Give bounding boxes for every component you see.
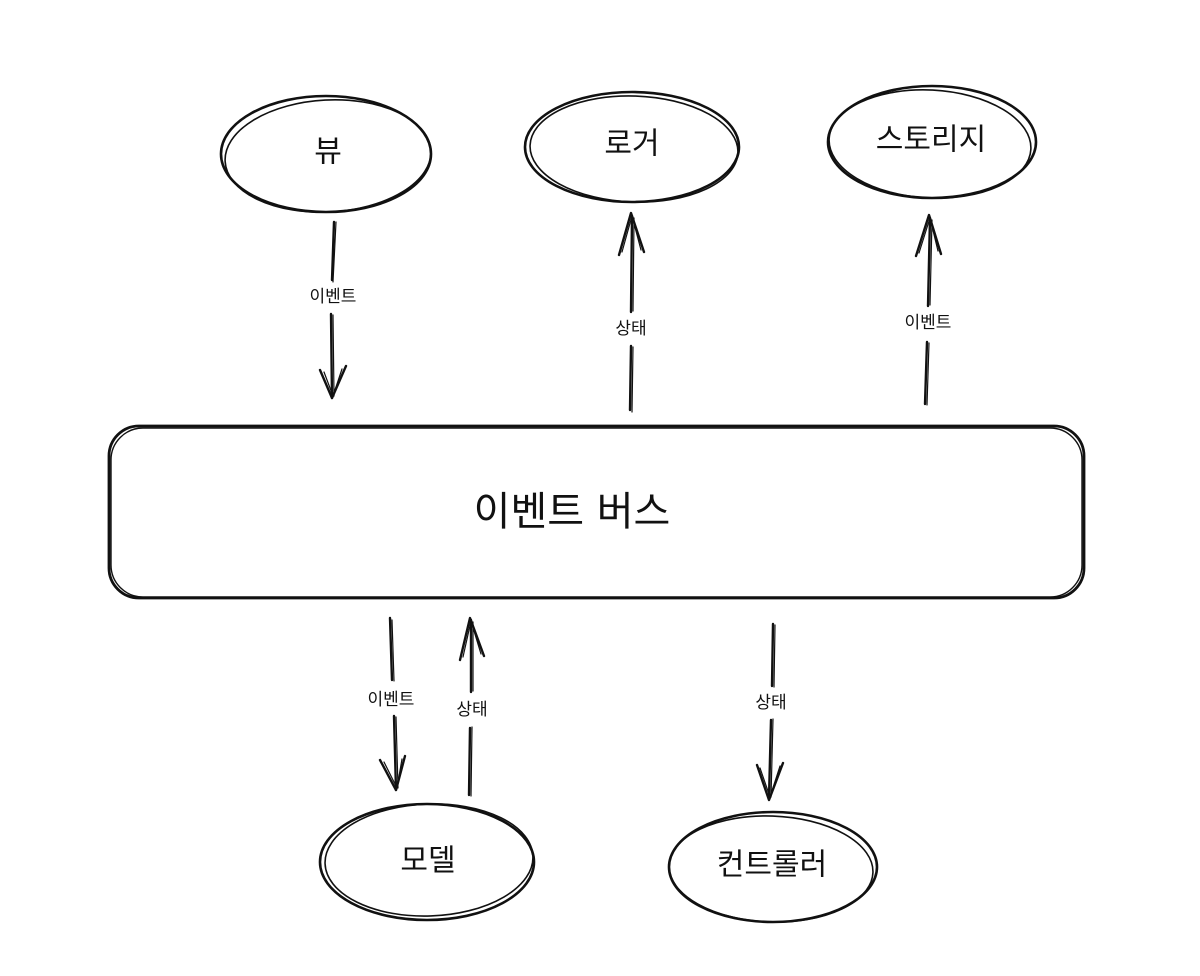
node-logger: 로거 — [523, 90, 741, 204]
node-model: 모델 — [318, 802, 536, 922]
node-controller-label: 컨트롤러 — [717, 848, 827, 883]
arrow-bus-to-controller: 상태 — [755, 622, 787, 802]
node-storage: 스토리지 — [826, 84, 1038, 200]
arrow-view-to-bus: 이벤트 — [310, 220, 357, 400]
node-event-bus: 이벤트 버스 — [107, 424, 1086, 600]
node-view: 뷰 — [219, 94, 433, 214]
node-event-bus-label: 이벤트 버스 — [474, 489, 671, 535]
node-controller: 컨트롤러 — [667, 810, 879, 924]
arrow-model-to-bus: 상태 — [456, 616, 488, 797]
edge-label-bus-to-storage: 이벤트 — [905, 313, 952, 333]
edge-label-model-to-bus: 상태 — [456, 700, 487, 720]
arrow-bus-to-storage: 이벤트 — [905, 213, 952, 406]
arrow-bus-to-logger: 상태 — [615, 211, 647, 413]
edge-label-view-to-bus: 이벤트 — [310, 287, 357, 307]
node-storage-label: 스토리지 — [876, 123, 986, 158]
node-model-label: 모델 — [400, 844, 455, 879]
arrow-bus-to-model: 이벤트 — [368, 616, 415, 792]
node-view-label: 뷰 — [314, 135, 342, 170]
edge-label-bus-to-controller: 상태 — [755, 693, 786, 713]
node-logger-label: 로거 — [604, 127, 659, 162]
edge-label-bus-to-model: 이벤트 — [368, 690, 415, 710]
edge-label-bus-to-logger: 상태 — [615, 319, 646, 339]
